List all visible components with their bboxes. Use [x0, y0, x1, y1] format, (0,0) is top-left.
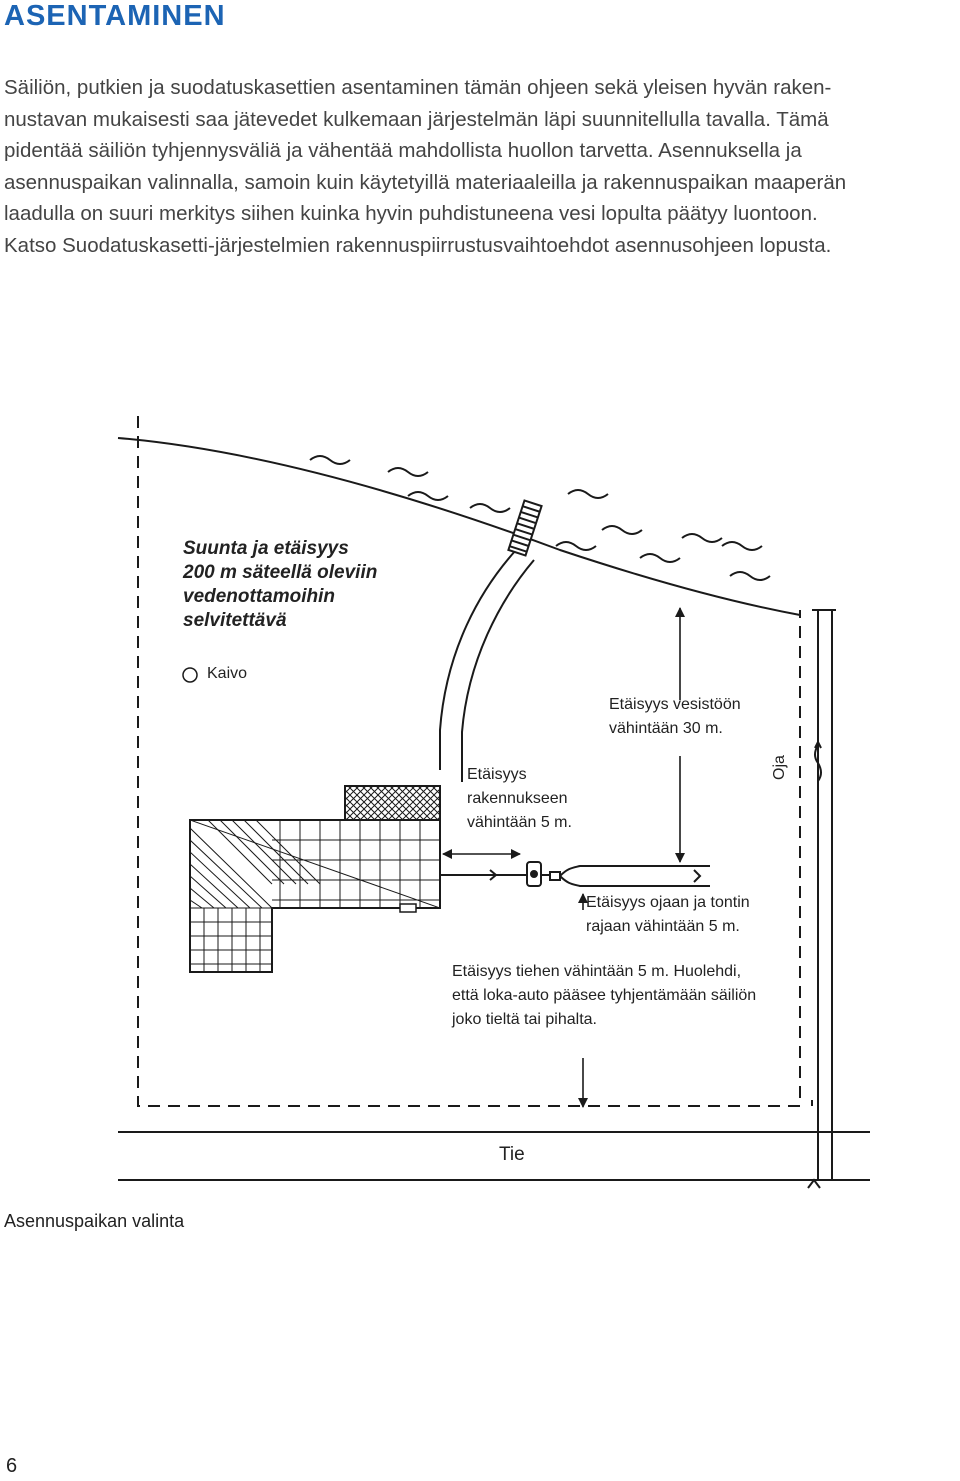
page-heading: ASENTAMINEN: [4, 0, 226, 32]
paragraph-line: asennuspaikan valinnalla, samoin kuin kä…: [4, 170, 847, 194]
septic-tank: [440, 861, 561, 887]
note-line: vedenottamoihin: [183, 586, 336, 607]
label-line: Etäisyys: [467, 766, 527, 783]
filter-cassette: [559, 865, 710, 887]
water-distance-label: Etäisyys vesistöön vähintään 30 m.: [609, 693, 741, 741]
property-boundary: [137, 416, 801, 1107]
label-line: vähintään 5 m.: [467, 814, 572, 831]
label-line: Etäisyys ojaan ja tontin: [586, 894, 750, 911]
label-line: rakennukseen: [467, 790, 568, 807]
distance-arrows: [442, 607, 685, 1108]
intro-paragraph: Säiliön, putkien ja suodatuskasettien as…: [4, 72, 956, 261]
paragraph-line: Katso Suodatuskasetti-järjestelmien rake…: [4, 233, 832, 257]
site-plan-diagram: Suunta ja etäisyys 200 m säteellä olevii…: [0, 410, 960, 1210]
label-line: vähintään 30 m.: [609, 720, 723, 737]
label-line: Etäisyys vesistöön: [609, 696, 741, 713]
paragraph-line: nustavan mukaisesti saa jätevedet kulkem…: [4, 107, 829, 131]
note-line: 200 m säteellä oleviin: [183, 562, 378, 583]
well-icon: [182, 667, 198, 683]
discharge-pipe: [439, 499, 543, 782]
road: [118, 1131, 870, 1189]
road-label: Tie: [499, 1144, 525, 1165]
page-number: 6: [6, 1455, 18, 1477]
figure-caption: Asennuspaikan valinta: [4, 1211, 185, 1231]
label-line: rajaan vähintään 5 m.: [586, 918, 740, 935]
water-waves: [309, 455, 771, 581]
ditch-label: Oja: [771, 755, 788, 780]
road-distance-label: Etäisyys tiehen vähintään 5 m. Huolehdi,…: [452, 960, 756, 1032]
note-line: selvitettävä: [183, 610, 287, 631]
label-line: että loka-auto pääsee tyhjentämään säili…: [452, 987, 757, 1004]
site-plan-drawing: [117, 416, 870, 1189]
paragraph-line: laadulla on suuri merkitys siihen kuinka…: [4, 202, 818, 225]
label-line: joko tieltä tai pihalta.: [452, 1011, 597, 1028]
note-line: Suunta ja etäisyys: [183, 538, 349, 559]
ditch-distance-label: Etäisyys ojaan ja tontin rajaan vähintää…: [586, 891, 750, 939]
house: [189, 785, 441, 973]
building-distance-label: Etäisyys rakennukseen vähintään 5 m.: [467, 763, 572, 835]
water-intake-note: Suunta ja etäisyys 200 m säteellä olevii…: [183, 537, 377, 633]
paragraph-line: Säiliön, putkien ja suodatuskasettien as…: [4, 76, 832, 99]
paragraph-line: pidentää säiliön tyhjennysväliä ja vähen…: [4, 139, 802, 162]
ditch: [811, 609, 836, 1180]
label-line: Etäisyys tiehen vähintään 5 m. Huolehdi,: [452, 963, 742, 980]
well-label: Kaivo: [207, 665, 248, 682]
